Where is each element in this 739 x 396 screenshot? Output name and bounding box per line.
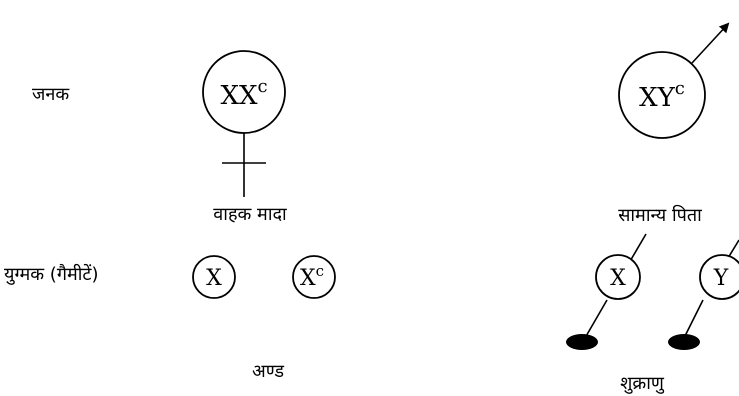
sperm-1-genotype: X bbox=[610, 266, 626, 291]
gametes-label: युग्मक (गैमीटें) bbox=[4, 263, 98, 285]
egg-1-genotype: X bbox=[206, 266, 222, 291]
female-symbol: XXc bbox=[202, 50, 286, 197]
egg-gamete-2: Xc bbox=[292, 255, 336, 299]
sperm-1-head bbox=[566, 334, 598, 350]
sperm-2-circle bbox=[699, 254, 739, 300]
normal-father-label: सामान्य पिता bbox=[618, 204, 702, 226]
sperm-gamete-1: X bbox=[566, 233, 647, 350]
egg-gamete-1: X bbox=[192, 255, 236, 299]
sperm-1-tail-top bbox=[628, 233, 647, 264]
sperm-1-circle bbox=[595, 254, 641, 300]
male-genotype: XYc bbox=[639, 78, 685, 113]
sperm-1-tail-bottom bbox=[584, 299, 608, 339]
male-symbol: XYc bbox=[618, 22, 730, 139]
female-genotype: XXc bbox=[220, 76, 267, 111]
sperm-2-head bbox=[668, 334, 700, 350]
sperms-label: शुक्राणु bbox=[620, 373, 665, 394]
sperm-gamete-2: Y bbox=[668, 239, 739, 350]
eggs-label: अण्ड bbox=[252, 361, 284, 382]
egg-2-circle bbox=[292, 255, 336, 299]
egg-1-circle bbox=[192, 255, 236, 299]
sperm-2-tail-bottom bbox=[683, 299, 704, 339]
carrier-female-label: वाहक मादा bbox=[213, 204, 287, 225]
egg-2-genotype: Xc bbox=[300, 262, 324, 291]
male-circle bbox=[618, 51, 706, 139]
sperm-2-genotype: Y bbox=[713, 266, 729, 291]
parents-label: जनक bbox=[32, 84, 70, 105]
male-arrow bbox=[691, 22, 730, 64]
